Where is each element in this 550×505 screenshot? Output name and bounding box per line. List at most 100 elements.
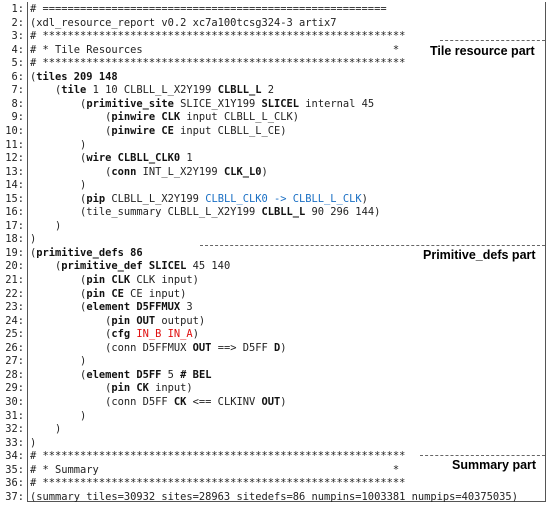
keyword-token: element D5FF: [86, 368, 162, 381]
code-token: (tile_summary CLBLL_L_X2Y199: [30, 206, 262, 219]
line-number: 30:: [5, 395, 24, 408]
code-token: 1: [180, 152, 193, 165]
code-token: (: [30, 124, 112, 137]
line-code: (tile_summary CLBLL_L_X2Y199 CLBLL_L 90 …: [30, 206, 380, 220]
code-token: # **************************************…: [30, 450, 406, 463]
code-token: (: [30, 246, 37, 259]
code-token: ): [280, 395, 287, 408]
line-code: (summary tiles=30932 sites=28963 sitedef…: [30, 491, 518, 505]
line-code: (wire CLBLL_CLK0 1: [30, 152, 193, 166]
line-number: 33:: [5, 436, 24, 449]
line-code: # * Tile Resources *: [30, 44, 399, 58]
line-number: 34:: [5, 450, 24, 463]
code-token: (xdl_resource_report v0.2 xc7a100tcsg324…: [30, 16, 337, 29]
frame-bottom-border: [27, 501, 546, 502]
code-token: (: [30, 301, 87, 314]
tile-part-divider: [440, 40, 545, 41]
code-token: CE input): [123, 287, 187, 300]
line-code: (tiles 209 148: [30, 71, 118, 85]
line-number: 25:: [5, 328, 24, 341]
code-token: 2: [261, 84, 274, 97]
line-number: 27:: [5, 355, 24, 368]
line-code: ): [30, 233, 36, 247]
code-token: ): [30, 409, 87, 422]
line-code: # **************************************…: [30, 477, 405, 491]
keyword-token: primitive_def SLICEL: [61, 260, 187, 273]
line-code: (xdl_resource_report v0.2 xc7a100tcsg324…: [30, 17, 337, 31]
code-token: (: [30, 192, 87, 205]
keyword-token: pin CLK: [86, 274, 131, 286]
keyword-token: pinwire CLK: [111, 111, 181, 124]
line-number: 36:: [5, 477, 24, 490]
code-token: 1 10 CLBLL_L_X2Y199: [86, 84, 218, 97]
line-code: # **************************************…: [30, 450, 405, 464]
code-token: (summary tiles=30932 sites=28963 sitedef…: [30, 490, 518, 503]
line-code: ): [30, 355, 86, 369]
code-token: ): [192, 328, 199, 341]
line-code: (pip CLBLL_L_X2Y199 CLBLL_CLK0 -> CLBLL_…: [30, 193, 368, 207]
line-number: 22:: [5, 287, 24, 300]
code-token: INT_L_X2Y199: [136, 165, 224, 178]
line-code: (primitive_def SLICEL 45 140: [30, 260, 230, 274]
line-number: 11:: [5, 138, 24, 151]
line-number: 24:: [5, 314, 24, 327]
line-code: (element D5FFMUX 3: [30, 301, 193, 315]
code-token: (: [30, 152, 87, 165]
line-number: 4:: [11, 43, 24, 56]
keyword-token: OUT: [192, 341, 212, 354]
line-code: (conn D5FFMUX OUT ==> D5FF D): [30, 341, 287, 356]
line-code: (pin CLK CLK input): [30, 274, 199, 288]
code-token: ): [30, 179, 87, 192]
keyword-token: primitive_site: [86, 97, 174, 110]
line-number: 6:: [11, 70, 24, 83]
code-token: # * Tile Resources *: [30, 43, 400, 56]
highlight-red-token: IN_B IN_A: [136, 328, 193, 341]
code-token: # **************************************…: [30, 477, 406, 490]
code-token: input CLBLL_L_CE): [173, 124, 287, 137]
line-code: (primitive_site SLICE_X1Y199 SLICEL inte…: [30, 98, 374, 112]
line-number: 35:: [5, 463, 24, 476]
line-number: 2:: [11, 16, 24, 29]
line-code: # **************************************…: [30, 57, 405, 71]
line-code: ): [30, 139, 86, 153]
code-token: ): [30, 138, 87, 151]
line-code: (pinwire CE input CLBLL_L_CE): [30, 124, 287, 139]
line-number: 10:: [5, 124, 24, 137]
primitive-part-label: Primitive_defs part: [421, 248, 538, 262]
line-number: 5:: [11, 57, 24, 70]
line-code: (element D5FF 5 # BEL: [30, 369, 211, 383]
line-code: ): [30, 437, 36, 451]
code-token: output): [155, 314, 206, 327]
code-token: (: [30, 382, 112, 395]
code-token: 5: [161, 368, 181, 381]
code-token: ): [30, 219, 62, 232]
code-token: internal 45: [299, 97, 375, 110]
line-number: 31:: [5, 409, 24, 422]
summary-part-label: Summary part: [450, 458, 539, 472]
line-code: (tile 1 10 CLBLL_L_X2Y199 CLBLL_L 2: [30, 84, 274, 98]
code-token: (: [30, 314, 112, 327]
line-number: 8:: [11, 97, 24, 110]
line-number: 37:: [5, 490, 24, 503]
code-token: (: [30, 260, 62, 273]
keyword-token: primitive_defs 86: [36, 246, 143, 259]
code-token: (: [30, 97, 87, 110]
line-code: ): [30, 179, 86, 193]
line-code: (pin CK input): [30, 382, 193, 396]
code-token: (: [30, 368, 87, 381]
code-token: (: [30, 287, 87, 300]
line-number: 32:: [5, 423, 24, 436]
code-token: (: [30, 111, 112, 124]
code-token: (conn D5FF: [30, 395, 174, 408]
keyword-token: cfg: [111, 328, 131, 341]
code-token: ): [280, 341, 287, 354]
keyword-token: D: [274, 341, 281, 354]
frame-left-border: [27, 2, 28, 502]
line-number: 19:: [5, 246, 24, 259]
highlight-blue-token: CLBLL_CLK0 -> CLBLL_L_CLK: [205, 192, 362, 205]
line-number: 9:: [11, 111, 24, 124]
line-code: (pinwire CLK input CLBLL_L_CLK): [30, 111, 299, 125]
code-token: ): [30, 423, 62, 436]
line-number: 3:: [11, 30, 24, 43]
